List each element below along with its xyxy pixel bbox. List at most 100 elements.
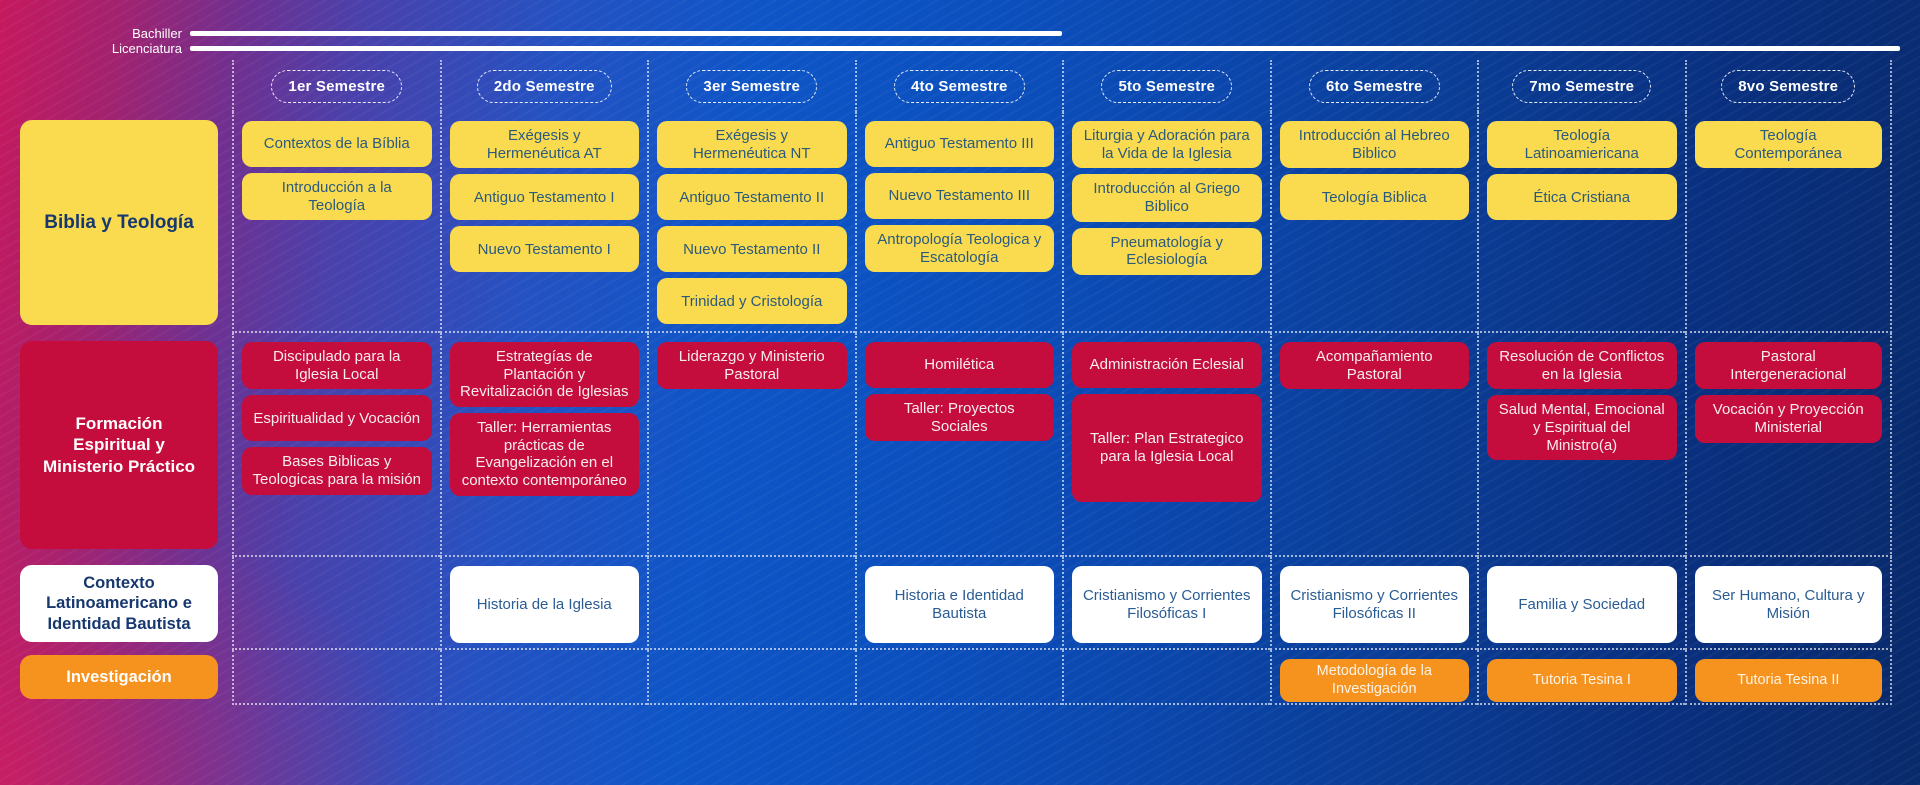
course-card: Salud Mental, Emocional y Espiritual del… (1487, 395, 1677, 461)
header-cell: 6to Semestre (1269, 60, 1478, 112)
semester-header-8: 8vo Semestre (1721, 69, 1856, 103)
grid-cell (647, 557, 855, 650)
row-label-contexto-latinoamericano: Contexto Latinoamericano e Identidad Bau… (20, 565, 218, 642)
course-card: Antiguo Testamento I (449, 174, 639, 221)
course-card: Tutoria Tesina I (1487, 659, 1677, 702)
course-card: Estrategías de Plantación y Revitalizaci… (449, 342, 639, 408)
bachiller-row: Bachiller (0, 26, 1920, 41)
grid-cell: Tutoria Tesina I (1477, 650, 1685, 705)
grid-cell: Antiguo Testamento III Nuevo Testamento I… (854, 112, 1062, 333)
course-card: Teología Latinoamiericana (1487, 121, 1677, 169)
course-card: Taller: Proyectos Sociales (864, 394, 1054, 442)
course-card: Espiritualidad y Vocación (242, 395, 432, 442)
course-card: Nuevo Testamento III (864, 173, 1054, 219)
grid-cell: Cristianismo y Corrientes Filosóficas II (1269, 557, 1477, 650)
course-card: Historia e Identidad Bautista (864, 566, 1054, 643)
semester-header-5: 5to Semestre (1101, 69, 1233, 103)
header-cell: 8vo Semestre (1684, 60, 1892, 112)
bachiller-label: Bachiller (132, 26, 182, 41)
course-card: Vocación y Proyección Ministerial (1694, 395, 1882, 443)
semester-header-6: 6to Semestre (1308, 69, 1440, 103)
grid-cell (232, 557, 440, 650)
semester-header-4: 4to Semestre (893, 69, 1025, 103)
course-card: Contextos de la Bíblia (242, 121, 432, 167)
grid-cell (647, 650, 855, 705)
curriculum-grid: 1er Semestre 2do Semestre 3er Semestre 4… (20, 60, 1892, 705)
grid-cell: Historia e Identidad Bautista (854, 557, 1062, 650)
licenciatura-span-line (190, 46, 1900, 51)
grid-cell: Exégesis y Hermenéutica AT Antiguo Testam… (439, 112, 647, 333)
course-card: Exégesis y Hermenéutica NT (657, 121, 847, 169)
course-card: Introducción al Hebreo Biblico (1279, 121, 1469, 169)
course-card: Antiguo Testamento II (657, 174, 847, 221)
course-card: Familia y Sociedad (1487, 566, 1677, 643)
header-cell: 4to Semestre (854, 60, 1063, 112)
course-card: Antiguo Testamento III (864, 121, 1054, 167)
course-card: Nuevo Testamento II (657, 226, 847, 273)
licenciatura-row: Licenciatura (0, 41, 1920, 56)
course-card: Nuevo Testamento I (449, 226, 639, 273)
row-label-biblia-y-teologia: Biblia y Teología (20, 120, 218, 325)
grid-cell: Cristianismo y Corrientes Filosóficas I (1062, 557, 1270, 650)
course-card: Introducción al Griego Biblico (1072, 174, 1262, 222)
grid-cell: Liderazgo y Ministerio Pastoral (647, 333, 855, 557)
course-card: Tutoria Tesina II (1694, 659, 1882, 702)
header-cell: 1er Semestre (232, 60, 440, 112)
course-card: Homilética (864, 342, 1054, 388)
course-card: Teología Biblica (1279, 174, 1469, 221)
grid-cell (232, 650, 440, 705)
grid-cell: Acompañamiento Pastoral (1269, 333, 1477, 557)
grid-cell: Estrategías de Plantación y Revitalizaci… (439, 333, 647, 557)
course-card: Discipulado para la Iglesia Local (242, 342, 432, 390)
course-card: Ética Cristiana (1487, 174, 1677, 221)
course-card: Cristianismo y Corrientes Filosóficas I (1072, 566, 1262, 643)
grid-cell: Ser Humano, Cultura y Misión (1684, 557, 1892, 650)
course-card: Ser Humano, Cultura y Misión (1694, 566, 1882, 643)
course-card: Taller: Herramientas prácticas de Evange… (449, 413, 639, 496)
course-card: Trinidad y Cristología (657, 278, 847, 325)
row-label-investigacion: Investigación (20, 655, 218, 699)
course-card: Liderazgo y Ministerio Pastoral (657, 342, 847, 390)
course-card: Exégesis y Hermenéutica AT (449, 121, 639, 169)
grid-cell: Historia de la Iglesia (439, 557, 647, 650)
course-card: Pastoral Intergeneracional (1694, 342, 1882, 390)
grid-cell (854, 650, 1062, 705)
bachiller-span-line (190, 31, 1062, 36)
header-cell: 7mo Semestre (1477, 60, 1685, 112)
course-card: Taller: Plan Estrategico para la Iglesia… (1072, 394, 1262, 502)
header-corner (20, 60, 232, 112)
course-card: Pneumatología y Eclesiología (1072, 227, 1262, 276)
course-card: Metodología de la Investigación (1279, 659, 1469, 702)
row-label-cell: Formación Espiritual y Ministerio Prácti… (20, 333, 232, 557)
course-card: Antropología Teologica y Escatología (864, 225, 1054, 273)
course-card: Resolución de Conflictos en la Iglesia (1487, 342, 1677, 390)
header-cell: 5to Semestre (1062, 60, 1270, 112)
grid-cell: Tutoria Tesina II (1684, 650, 1892, 705)
course-card: Teología Contemporánea (1694, 121, 1882, 169)
semester-header-1: 1er Semestre (271, 69, 403, 103)
course-card: Acompañamiento Pastoral (1279, 342, 1469, 390)
degree-legend: Bachiller Licenciatura (0, 26, 1920, 56)
header-cell: 3er Semestre (647, 60, 855, 112)
row-label-cell: Contexto Latinoamericano e Identidad Bau… (20, 557, 232, 650)
grid-cell: Metodología de la Investigación (1269, 650, 1477, 705)
course-card: Introducción a la Teología (242, 173, 432, 221)
row-label-cell: Biblia y Teología (20, 112, 232, 333)
grid-cell: Familia y Sociedad (1477, 557, 1685, 650)
semester-header-7: 7mo Semestre (1512, 69, 1652, 103)
grid-cell (439, 650, 647, 705)
course-card: Cristianismo y Corrientes Filosóficas II (1279, 566, 1469, 643)
grid-cell: Liturgia y Adoración para la Vida de la … (1062, 112, 1270, 333)
course-card: Bases Biblicas y Teologicas para la misi… (242, 447, 432, 495)
course-card: Historia de la Iglesia (449, 566, 639, 643)
semester-header-2: 2do Semestre (476, 69, 612, 103)
